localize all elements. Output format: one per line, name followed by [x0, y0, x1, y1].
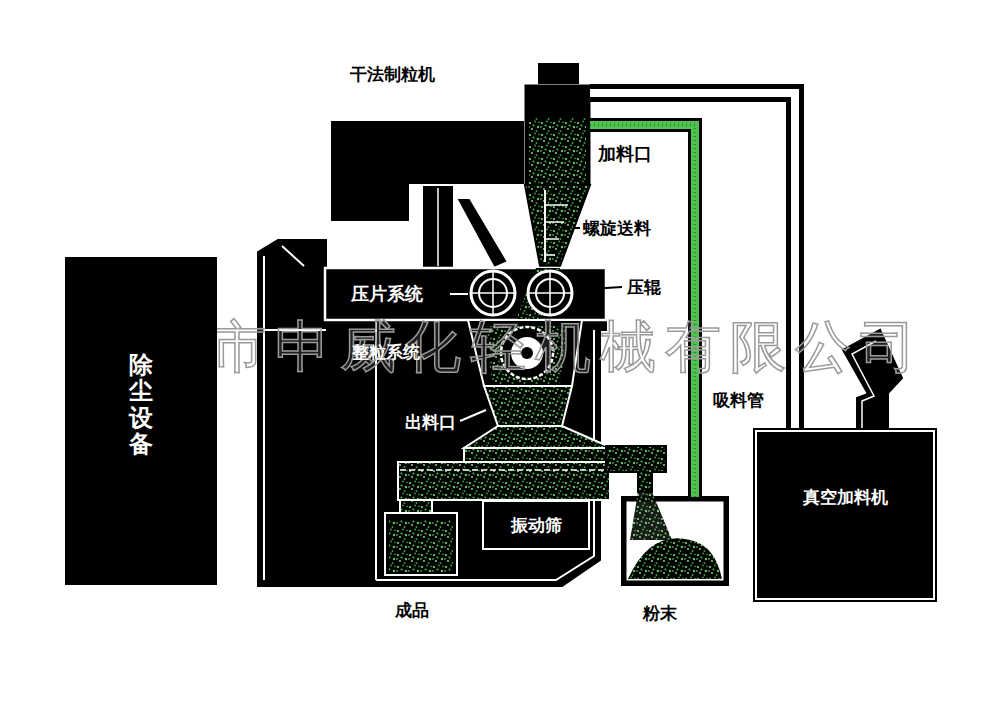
pipe-line [590, 93, 795, 430]
drive-unit-part [422, 185, 454, 269]
box-label: 除尘设备 [129, 352, 153, 458]
discharge-and-sieve-part [464, 426, 612, 448]
powder-bin: 粉末 [622, 497, 728, 585]
machine-title: 干法制粒机 [350, 64, 435, 84]
vibrating-sieve-box: 振动筛 [482, 500, 590, 550]
powder-bin-part [628, 538, 722, 579]
compaction-band: 压片系统 [325, 268, 606, 320]
box-label: 压片系统 [351, 283, 423, 305]
product-bin-part [385, 513, 457, 575]
feed-hopper-body-part [545, 205, 568, 255]
pipe-line [590, 125, 695, 497]
feed-hopper-body-part [544, 190, 546, 262]
powder-bin [622, 492, 728, 585]
box-label: 真空加料机 [803, 487, 888, 507]
compaction-rollers-part [325, 268, 606, 320]
feed-hopper-body-part [529, 118, 586, 185]
discharge-and-sieve-part [400, 500, 432, 514]
compaction-rollers-part [471, 271, 515, 315]
label-anchor: 出料口 [405, 412, 456, 432]
compaction-rollers-part [528, 271, 572, 315]
label-anchor: 干法制粒机 [350, 64, 435, 84]
box-label: 成品 [395, 600, 429, 620]
feed-hopper-body-part [537, 62, 580, 85]
discharge-and-sieve-part [400, 469, 608, 471]
feed-hopper-body-part [525, 185, 590, 266]
part-label: 压辊 [627, 277, 661, 297]
discharge-and-sieve-part [484, 386, 572, 426]
discharge-and-sieve-part [398, 462, 610, 500]
part-label: 螺旋送料 [583, 218, 651, 238]
product-bin [385, 513, 457, 575]
label-anchor: 整粒系统 [352, 342, 420, 362]
discharge-and-sieve-part [460, 410, 486, 421]
machine-housing-part [264, 246, 326, 580]
part-label: 吸料管 [713, 390, 764, 410]
discharge-and-sieve-part [464, 448, 614, 462]
pipe-line [590, 125, 695, 497]
dust-collector-box: 除尘设备 [65, 257, 217, 585]
part-label: 出料口 [405, 412, 456, 432]
box-label: 加料口 [598, 143, 652, 165]
pipe-line [590, 93, 795, 430]
machine-housing [258, 240, 606, 586]
label-anchor: 螺旋送料 [583, 218, 651, 238]
compaction-rollers-part [528, 271, 572, 315]
drive-unit-part [437, 188, 439, 266]
feed-hopper: 加料口 [525, 85, 590, 185]
compaction-rollers-part [471, 271, 515, 315]
feed-hopper-body-part [525, 85, 590, 185]
vacuum-loader-box: 真空加料机 [755, 430, 935, 600]
powder-bin-part [630, 492, 672, 540]
feed-hopper-body [525, 62, 590, 266]
feed-hopper-body-part [575, 227, 580, 229]
label-anchor: 吸料管 [713, 390, 764, 410]
box-label: 粉末 [643, 603, 677, 623]
compaction-rollers-part [574, 287, 622, 290]
product-bin-part [389, 520, 453, 572]
label-anchor: 压辊 [627, 277, 661, 297]
machine-housing-part [258, 240, 606, 586]
drive-unit-part [456, 198, 508, 268]
discharge-and-sieve [398, 386, 666, 514]
pipe-line [590, 125, 695, 497]
compaction-rollers [325, 268, 622, 320]
part-label: 整粒系统 [352, 342, 420, 362]
suction-pipe [590, 125, 695, 497]
drive-unit [330, 120, 525, 269]
vacuum-pipe [590, 93, 795, 430]
discharge-and-sieve-part [606, 446, 666, 492]
compaction-rollers-part [450, 293, 468, 295]
box-label: 振动筛 [511, 515, 562, 535]
product-bin: 成品 [385, 513, 457, 575]
